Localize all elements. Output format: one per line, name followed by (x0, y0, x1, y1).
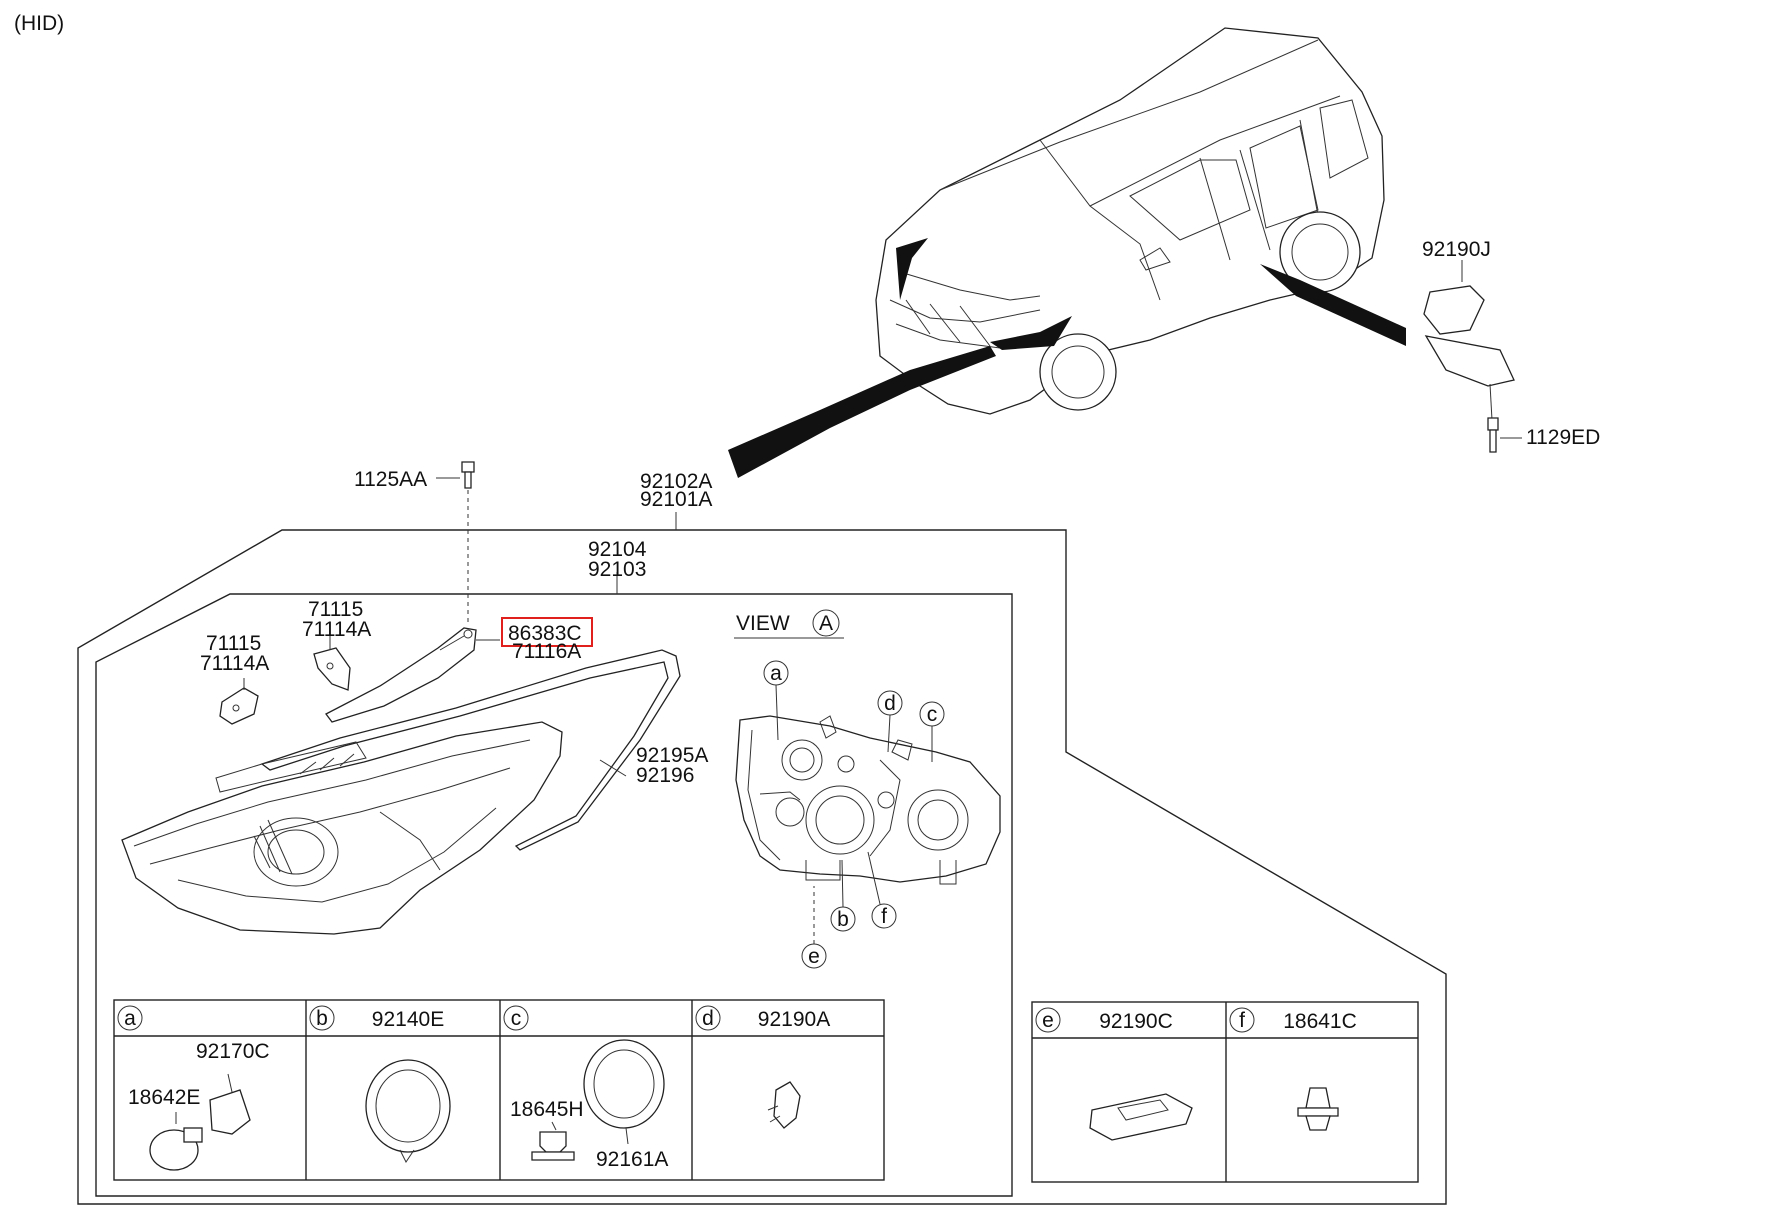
part-label-1125AA: 1125AA (354, 468, 427, 491)
mounting-bracket-71116A (325, 627, 500, 723)
part-label-1129ED: 1129ED (1526, 426, 1600, 449)
svg-text:f: f (881, 905, 887, 928)
part-label-71114A-left: 71114A (200, 652, 269, 675)
part-label-92161A: 92161A (596, 1148, 668, 1171)
view-marker: A (819, 612, 833, 635)
callout-b: b (830, 859, 856, 932)
svg-text:e: e (808, 945, 820, 968)
table-key-d: d (702, 1007, 714, 1030)
callout-c: c (919, 701, 945, 762)
callout-e: e (801, 886, 827, 969)
moulding-strip-92195A (260, 649, 681, 851)
level-sensor-92190J (1423, 260, 1522, 453)
bulb-18642E (149, 1112, 203, 1171)
view-label: VIEW (736, 612, 790, 635)
svg-text:d: d (884, 692, 896, 715)
bracket-71114A-right (313, 636, 351, 691)
table-key-f: f (1239, 1009, 1245, 1032)
callout-f: f (867, 851, 897, 929)
table-header-92190C: 92190C (1099, 1010, 1173, 1033)
bolt-1125AA (436, 461, 475, 626)
svg-text:c: c (927, 703, 938, 726)
callout-a: a (763, 660, 789, 741)
part-label-18642E: 18642E (128, 1086, 200, 1109)
part-label-92170C: 92170C (196, 1040, 270, 1063)
part-label-92195A: 92195A (636, 744, 708, 767)
vehicle-illustration (728, 27, 1406, 478)
part-label-18645H: 18645H (510, 1098, 584, 1121)
variant-label: (HID) (14, 12, 64, 35)
bulb-socket-92170C (209, 1073, 251, 1135)
parts-table-left: a 92170C 18642E b 92140E c 18645H 92161A (113, 999, 885, 1181)
table-key-b: b (316, 1007, 328, 1030)
cover-92140E (365, 1059, 451, 1163)
part-label-92103: 92103 (588, 558, 646, 581)
bracket-71114A-left (219, 678, 259, 725)
table-header-18641C: 18641C (1283, 1010, 1357, 1033)
parts-table-right: e 92190C f 18641C (1031, 1001, 1419, 1183)
part-label-92196: 92196 (636, 764, 694, 787)
ballast-92190C (1089, 1093, 1193, 1141)
part-label-92101A: 92101A (640, 488, 712, 511)
headlamp-assembly (121, 721, 563, 935)
bulb-18641C (1297, 1087, 1339, 1131)
part-label-71115-left: 71115 (206, 632, 261, 655)
highlight-box-86383C (501, 617, 593, 647)
table-header-92140E: 92140E (372, 1008, 444, 1031)
table-key-c: c (511, 1007, 522, 1030)
table-key-e: e (1042, 1009, 1054, 1032)
part-label-71114A-right: 71114A (302, 618, 371, 641)
callout-d: d (877, 690, 903, 753)
inner-assembly-frame (95, 593, 1013, 1197)
table-header-92190A: 92190A (758, 1008, 830, 1031)
actuator-92190A (767, 1081, 801, 1129)
svg-text:b: b (837, 908, 849, 931)
cover-92161A (583, 1039, 665, 1145)
part-label-71115-right: 71115 (308, 598, 363, 621)
part-label-92102A: 92102A (640, 470, 712, 493)
headlamp-rear-view (735, 715, 1001, 885)
part-label-92104: 92104 (588, 538, 647, 561)
part-label-71116A: 71116A (512, 640, 581, 663)
part-label-86383C: 86383C (508, 622, 582, 645)
svg-text:a: a (770, 662, 782, 685)
bulb-18645H (531, 1121, 575, 1161)
outer-assembly-frame (77, 529, 1447, 1205)
table-key-a: a (124, 1007, 136, 1030)
part-label-92190J: 92190J (1422, 238, 1491, 261)
view-marker-circle (812, 609, 840, 637)
